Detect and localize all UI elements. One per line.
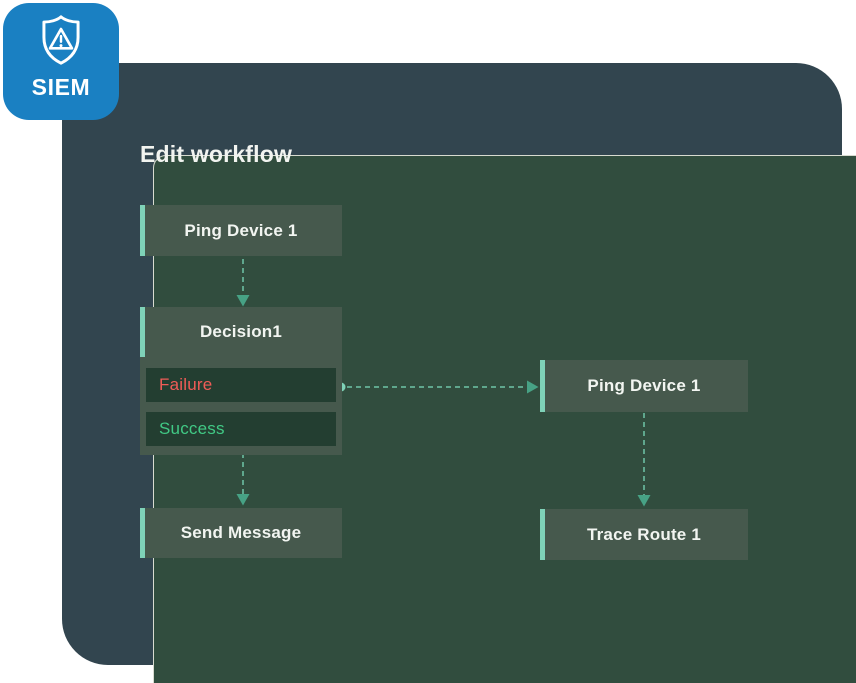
workflow-node-trace-route-1[interactable]: Trace Route 1 — [540, 509, 748, 560]
node-label: Trace Route 1 — [586, 524, 702, 544]
page-title: Edit workflow — [140, 141, 293, 167]
node-accent-bar — [140, 205, 145, 256]
workflow-node-ping-device-1-right[interactable]: Ping Device 1 — [540, 360, 748, 412]
decision-header[interactable]: Decision1 — [140, 307, 342, 357]
node-label: Ping Device 1 — [184, 220, 298, 240]
decision-branch-failure[interactable]: Failure — [146, 368, 336, 402]
node-accent-bar — [540, 509, 545, 560]
node-label: Ping Device 1 — [587, 376, 701, 395]
node-label: Decision1 — [199, 322, 283, 341]
branch-label-success: Success — [159, 419, 225, 438]
node-accent-bar — [140, 508, 145, 558]
badge-label: SIEM — [31, 74, 91, 100]
node-label: Send Message — [180, 523, 302, 542]
node-accent-bar — [540, 360, 545, 412]
shield-warning-icon — [42, 15, 80, 65]
branch-label-failure: Failure — [159, 375, 213, 394]
node-accent-bar — [140, 307, 145, 357]
workflow-node-send-message[interactable]: Send Message — [140, 508, 342, 558]
decision-branch-success[interactable]: Success — [146, 412, 336, 446]
workflow-node-ping-device-1[interactable]: Ping Device 1 — [140, 205, 342, 256]
siem-badge: SIEM — [3, 3, 119, 120]
workflow-node-decision1[interactable]: Decision1 Failure Success — [140, 307, 342, 455]
